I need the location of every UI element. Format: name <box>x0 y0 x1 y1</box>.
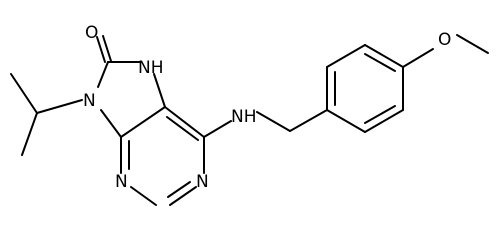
bond-n7-c5 <box>153 73 166 108</box>
bond-c8-o-b <box>102 35 112 62</box>
bond-benzene-inner-c <box>364 105 396 124</box>
bond-isopropyl-ch-methyl-left <box>10 73 38 114</box>
atom-label-n1: N <box>196 172 209 192</box>
bond-benzene-2-3 <box>326 44 366 68</box>
bond-c5-c6 <box>164 106 205 138</box>
molecule-drawing: O NH N N N NH O <box>10 23 489 206</box>
bond-n1-c2-inner <box>167 181 191 198</box>
bond-n9-c8 <box>97 61 109 88</box>
atom-label-methoxy-oxygen: O <box>438 30 451 50</box>
bond-benzene-5-6 <box>364 109 404 133</box>
atom-label-n9: N <box>83 91 96 111</box>
bond-nh-ch2 <box>256 111 291 132</box>
bond-n1-c2 <box>169 186 197 206</box>
atom-label-n3: N <box>115 172 128 192</box>
bond-o-methyl <box>456 34 489 54</box>
bond-ch2-ring <box>289 109 328 132</box>
bond-isopropyl-ch-methyl-down <box>21 112 38 156</box>
bond-ring-o-methoxy <box>402 48 434 68</box>
bond-c4-c5 <box>120 106 166 138</box>
atom-label-amine-nh: NH <box>231 107 257 127</box>
bond-benzene-3-4 <box>364 44 404 68</box>
structure-canvas: O NH N N N NH O <box>10 23 489 206</box>
bond-isopropyl-ch-n9 <box>36 99 83 114</box>
bond-c6-nh <box>203 120 232 138</box>
bond-c8-o-a <box>96 36 106 63</box>
atom-label-carbonyl-oxygen: O <box>85 23 98 43</box>
bond-c4-n9 <box>100 109 122 138</box>
bond-benzene-inner-b <box>364 53 396 72</box>
bond-benzene-6-1 <box>326 109 366 133</box>
bond-c2-n3 <box>130 186 157 206</box>
atom-label-ring-nh: NH <box>138 58 164 78</box>
bond-c5-c6-inner <box>166 116 199 141</box>
